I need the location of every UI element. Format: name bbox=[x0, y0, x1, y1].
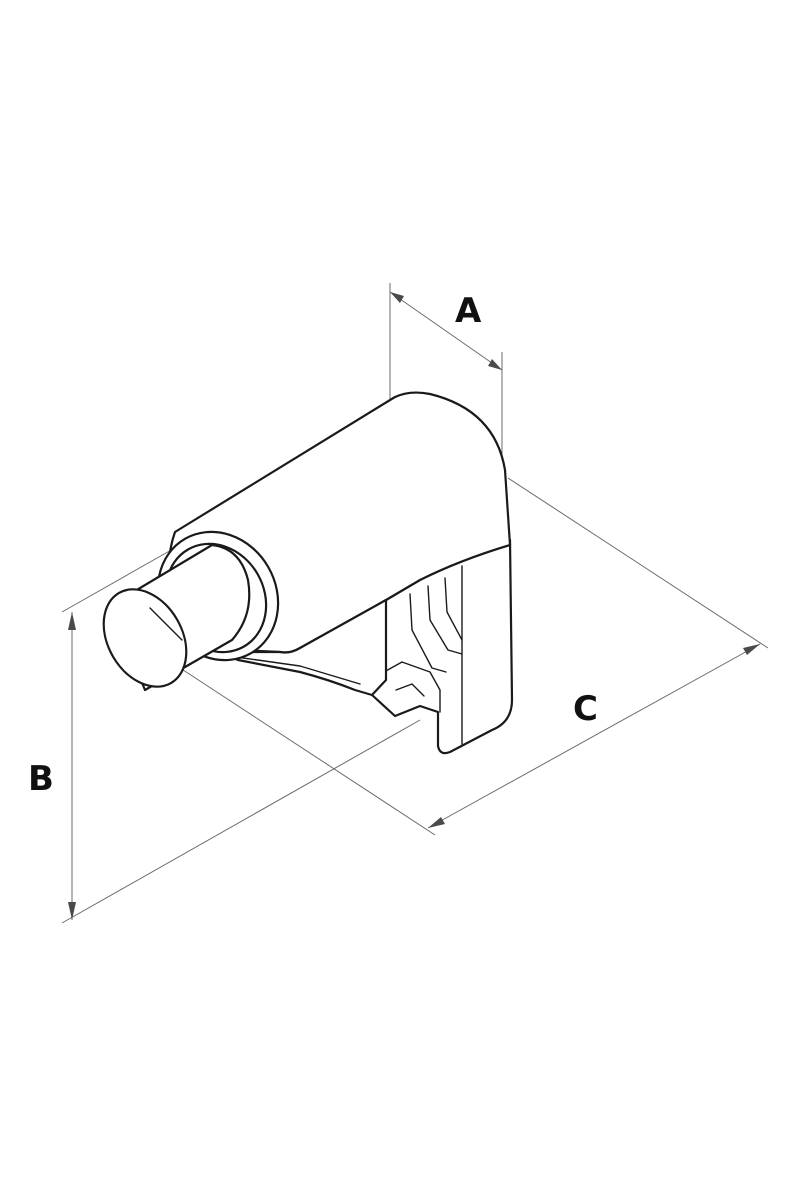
dim-c-arrow-end bbox=[743, 644, 760, 655]
dim-b-arrow-bottom bbox=[68, 902, 76, 920]
block-groove-2 bbox=[427, 585, 463, 655]
dim-a-line bbox=[389, 291, 503, 371]
dim-b-extension-top bbox=[61, 544, 181, 613]
dim-a-arrow-start bbox=[390, 292, 404, 303]
body-top-edge bbox=[187, 396, 396, 525]
part-drawing bbox=[102, 391, 514, 755]
body-flange bbox=[216, 598, 388, 697]
label-b: B bbox=[28, 759, 54, 799]
block-notch-inner bbox=[395, 683, 425, 697]
dim-b-extension-bottom bbox=[61, 719, 421, 924]
block-groove-1 bbox=[409, 593, 447, 673]
dim-c-line bbox=[427, 643, 761, 829]
dim-c-extension-front bbox=[144, 644, 436, 836]
label-c: C bbox=[573, 689, 598, 729]
pin-highlight bbox=[149, 607, 183, 641]
mounting-block-side bbox=[370, 538, 514, 755]
block-groove-3 bbox=[444, 577, 463, 641]
pin-end-face bbox=[102, 588, 188, 688]
block-notch-edge bbox=[383, 661, 441, 713]
label-a: A bbox=[455, 291, 482, 331]
dim-b-arrow-top bbox=[68, 612, 76, 630]
dim-c-arrow-start bbox=[428, 817, 445, 828]
flange-edge bbox=[221, 654, 361, 685]
dimension-lines bbox=[61, 283, 769, 924]
dim-c-extension-back bbox=[507, 477, 769, 649]
dim-a-arrow-end bbox=[488, 359, 502, 370]
